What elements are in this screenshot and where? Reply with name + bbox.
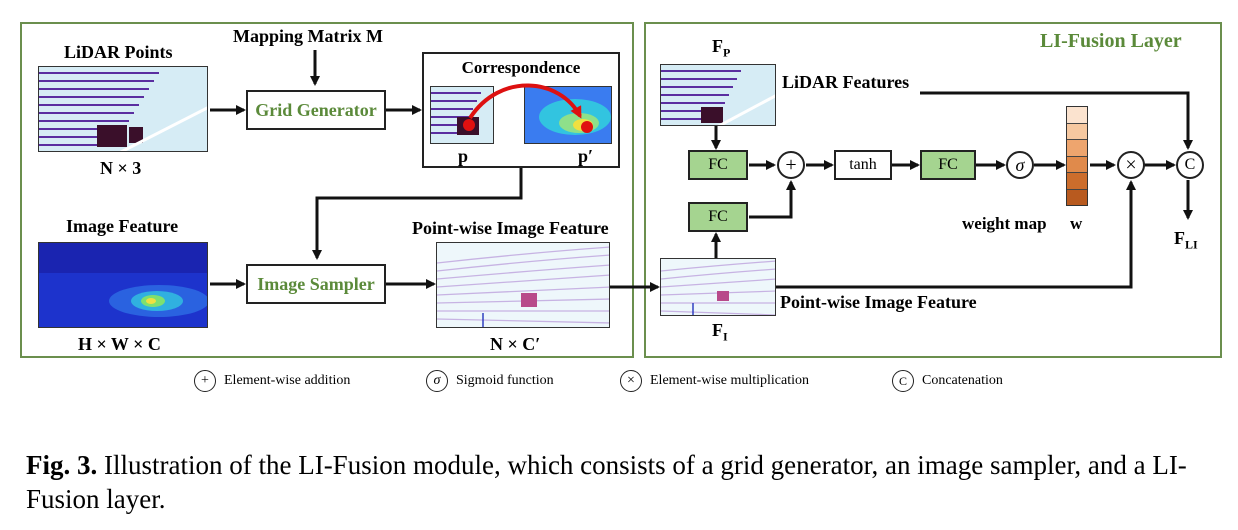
- legend-concatenation: C Concatenation: [892, 370, 1003, 392]
- correspondence-image-feature: [524, 86, 612, 144]
- image-feature-label: Image Feature: [66, 216, 179, 236]
- right-panel: [644, 22, 1222, 358]
- grid-generator-box: Grid Generator: [246, 90, 386, 130]
- correspondence-label: Correspondence: [461, 58, 581, 77]
- legend-sigmoid: σ Sigmoid function: [426, 370, 554, 392]
- left-panel: [20, 22, 634, 358]
- point-p-label: p: [458, 146, 469, 166]
- mapping-matrix-label: Mapping Matrix M: [233, 26, 383, 46]
- pointwise-feature-shape: N × C′: [490, 334, 541, 354]
- legend-concat-icon: C: [892, 370, 914, 392]
- arrow-fi-mul: [776, 180, 1136, 289]
- fi-subscript: I: [723, 329, 728, 344]
- weight-cell-3: [1067, 140, 1087, 157]
- pointwise-feature-image: [436, 242, 610, 328]
- lidar-points-label: LiDAR Points: [64, 42, 173, 62]
- weight-map-bar: [1066, 106, 1088, 206]
- image-sampler-box: Image Sampler: [246, 264, 386, 304]
- caption-text: Illustration of the LI-Fusion module, wh…: [26, 450, 1187, 514]
- fi-pointwise-label: Point-wise Image Feature: [780, 292, 977, 312]
- arrow-corr-sampler: [312, 168, 523, 260]
- legend-multiply-icon: ×: [620, 370, 642, 392]
- li-fusion-title: LI-Fusion Layer: [1040, 30, 1182, 52]
- weight-cell-6: [1067, 189, 1087, 205]
- fi-label: FI: [712, 320, 728, 344]
- arrow-fc2-add: [749, 180, 796, 219]
- weight-cell-4: [1067, 156, 1087, 173]
- point-p-prime-label: p′: [578, 146, 594, 166]
- legend-addition: + Element-wise addition: [194, 370, 350, 392]
- weight-cell-1: [1067, 107, 1087, 124]
- image-sampler-label: Image Sampler: [257, 273, 375, 294]
- sigmoid-op-icon: σ: [1006, 151, 1034, 179]
- lidar-points-image: [38, 66, 208, 152]
- lidar-features-image: [660, 64, 776, 126]
- fc-box-lidar: FC: [688, 150, 748, 180]
- figure-caption: Fig. 3. Illustration of the LI-Fusion mo…: [26, 448, 1226, 516]
- add-op-icon: +: [777, 151, 805, 179]
- weight-cell-2: [1067, 123, 1087, 140]
- legend-sigmoid-label: Sigmoid function: [456, 373, 554, 388]
- pointwise-feature-label: Point-wise Image Feature: [412, 218, 609, 238]
- weight-map-label: weight map: [962, 214, 1047, 233]
- fi-image: [660, 258, 776, 316]
- legend-sigma-icon: σ: [426, 370, 448, 392]
- legend-add-icon: +: [194, 370, 216, 392]
- arrow-fp-concat: [920, 91, 1193, 150]
- fp-label: FP: [712, 36, 731, 60]
- grid-generator-label: Grid Generator: [255, 99, 377, 120]
- concat-op-icon: C: [1176, 151, 1204, 179]
- multiply-op-icon: ×: [1117, 151, 1145, 179]
- fc-box-weight: FC: [920, 150, 976, 180]
- legend-multiplication-label: Element-wise multiplication: [650, 373, 810, 388]
- legend-addition-label: Element-wise addition: [224, 373, 351, 388]
- legend-concatenation-label: Concatenation: [922, 373, 1003, 388]
- legend-multiplication: × Element-wise multiplication: [620, 370, 809, 392]
- image-feature-image: [38, 242, 208, 328]
- fli-label: FLI: [1174, 228, 1198, 252]
- fp-subscript: P: [723, 45, 731, 60]
- fli-subscript: LI: [1185, 237, 1198, 252]
- weight-symbol: w: [1070, 214, 1083, 233]
- lidar-features-label: LiDAR Features: [782, 72, 910, 92]
- image-feature-shape: H × W × C: [78, 334, 161, 354]
- fc-box-image: FC: [688, 202, 748, 232]
- lidar-points-shape: N × 3: [100, 158, 142, 178]
- weight-cell-5: [1067, 173, 1087, 190]
- caption-prefix: Fig. 3.: [26, 450, 98, 480]
- tanh-box: tanh: [834, 150, 892, 180]
- correspondence-lidar-image: [430, 86, 494, 144]
